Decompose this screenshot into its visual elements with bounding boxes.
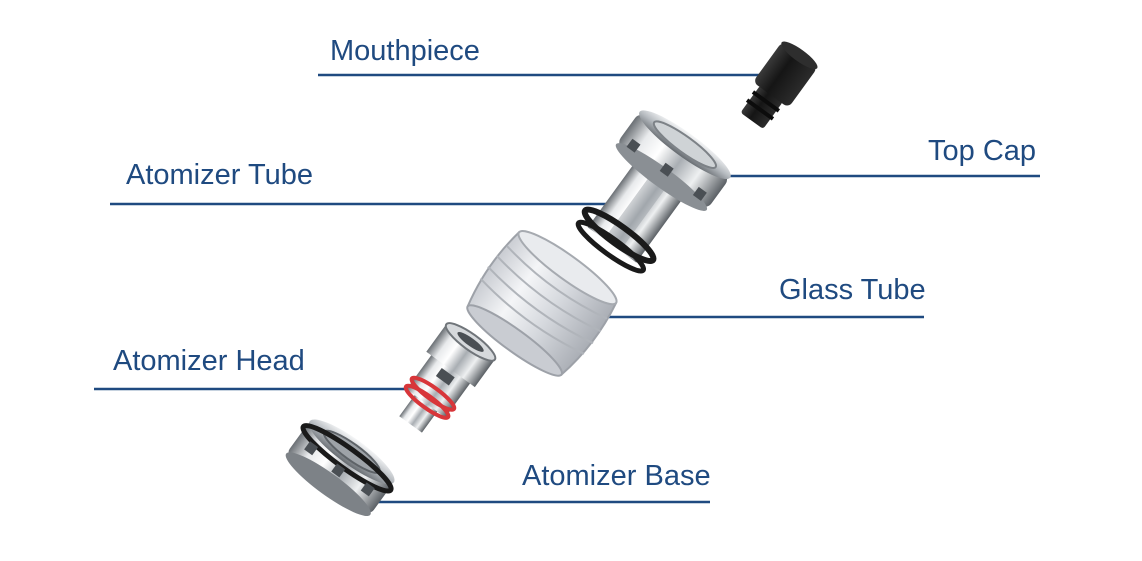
label-atomizer-head: Atomizer Head [113,345,305,377]
atomizer-head-part [399,322,497,433]
label-mouthpiece: Mouthpiece [330,35,480,67]
label-glass-tube: Glass Tube [779,274,926,306]
glass-tube-part [466,230,618,377]
top-cap-assembly [575,110,731,274]
leader-lines [94,73,1040,504]
label-atomizer-tube: Atomizer Tube [126,159,313,191]
label-top-cap: Top Cap [928,135,1037,167]
atomizer-base-part [285,419,395,517]
label-atomizer-base: Atomizer Base [522,460,711,492]
mouthpiece-part [741,41,818,128]
